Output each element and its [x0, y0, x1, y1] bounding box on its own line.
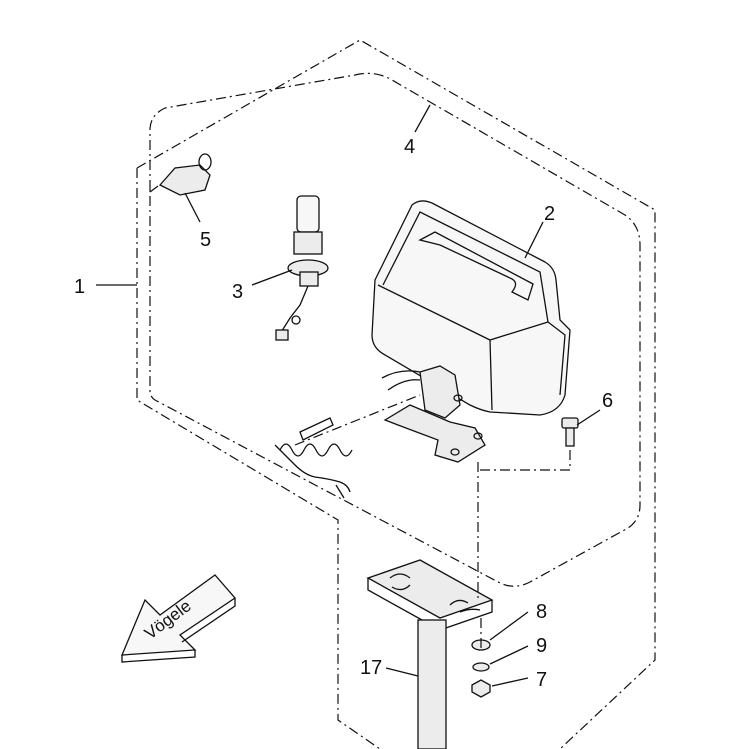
leader-7 — [491, 677, 529, 687]
callout-3: 3 — [232, 281, 243, 303]
callout-8: 8 — [536, 601, 547, 623]
callout-7: 7 — [536, 669, 547, 691]
indicator-lamp — [149, 153, 212, 196]
callout-2: 2 — [544, 203, 555, 225]
work-lamp-housing — [371, 200, 571, 463]
assembly-outline-1 — [136, 39, 656, 749]
leader-8 — [489, 611, 529, 641]
leader-5 — [184, 192, 201, 223]
support-post — [366, 462, 494, 749]
leader-9 — [489, 645, 529, 665]
callout-4: 4 — [404, 136, 415, 158]
callout-1: 1 — [74, 276, 85, 298]
bolt — [480, 417, 579, 471]
leader-2 — [524, 221, 544, 259]
leader-6 — [576, 409, 601, 426]
coiled-cable — [274, 394, 421, 499]
callout-5: 5 — [200, 229, 211, 251]
callout-9: 9 — [536, 635, 547, 657]
leader-4 — [414, 104, 431, 133]
fasteners — [471, 618, 491, 698]
callout-6: 6 — [602, 390, 613, 412]
halogen-bulb — [275, 195, 329, 341]
assembly-outline-4 — [149, 72, 641, 587]
callout-17: 17 — [360, 657, 382, 679]
brand-arrow: Vögele — [120, 574, 236, 663]
leader-17 — [385, 667, 419, 677]
leader-3 — [251, 269, 293, 286]
